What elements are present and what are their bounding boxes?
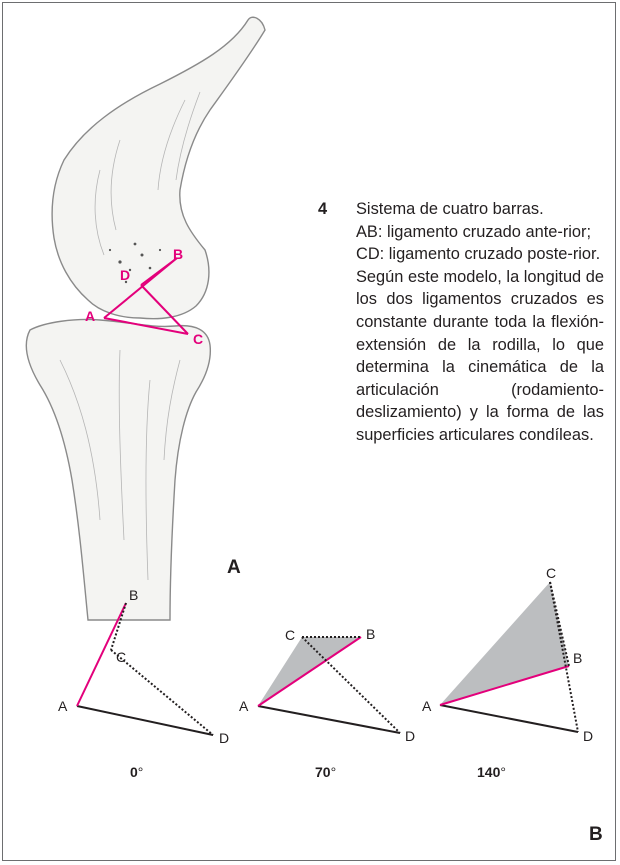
label-c: C	[285, 627, 295, 643]
bar-ad	[258, 706, 400, 733]
angle-label: 0°	[130, 764, 143, 780]
label-a: A	[58, 698, 68, 714]
label-b: B	[366, 626, 375, 642]
angle-label: 140°	[477, 764, 506, 780]
label-c: C	[116, 649, 126, 665]
shaded-triangle	[440, 582, 569, 705]
knee-label-b: B	[173, 246, 183, 262]
caption-line-cd: CD: ligamento cruzado poste-rior.	[356, 243, 604, 266]
knee-label-a: A	[85, 308, 95, 324]
knee-illustration	[26, 17, 265, 620]
diagram-70-deg: C B A D 70°	[239, 626, 415, 780]
panel-b-label: B	[589, 824, 603, 846]
panel-a-label: A	[227, 557, 241, 579]
caption-number: 4	[318, 198, 327, 221]
ligament-cd	[111, 650, 213, 735]
angle-label: 70°	[315, 764, 336, 780]
knee-label-c: C	[193, 331, 203, 347]
bar-ad	[440, 705, 578, 732]
label-d: D	[583, 728, 593, 744]
caption-paragraph: Según este modelo, la longitud de los do…	[356, 266, 604, 447]
label-c: C	[546, 565, 556, 581]
ligament-cd	[302, 637, 400, 733]
knee-label-d: D	[120, 267, 130, 283]
caption-title: Sistema de cuatro barras.	[356, 198, 604, 221]
caption-body: Sistema de cuatro barras. AB: ligamento …	[356, 198, 604, 447]
label-a: A	[239, 698, 249, 714]
label-b: B	[573, 650, 582, 666]
diagram-140-deg: C B A D 140°	[422, 565, 593, 780]
tibia-outline	[26, 319, 210, 620]
label-d: D	[219, 730, 229, 746]
label-a: A	[422, 698, 432, 714]
label-b: B	[129, 587, 138, 603]
caption-line-ab: AB: ligamento cruzado ante-rior;	[356, 221, 604, 244]
label-d: D	[405, 728, 415, 744]
bar-ad	[77, 706, 213, 735]
